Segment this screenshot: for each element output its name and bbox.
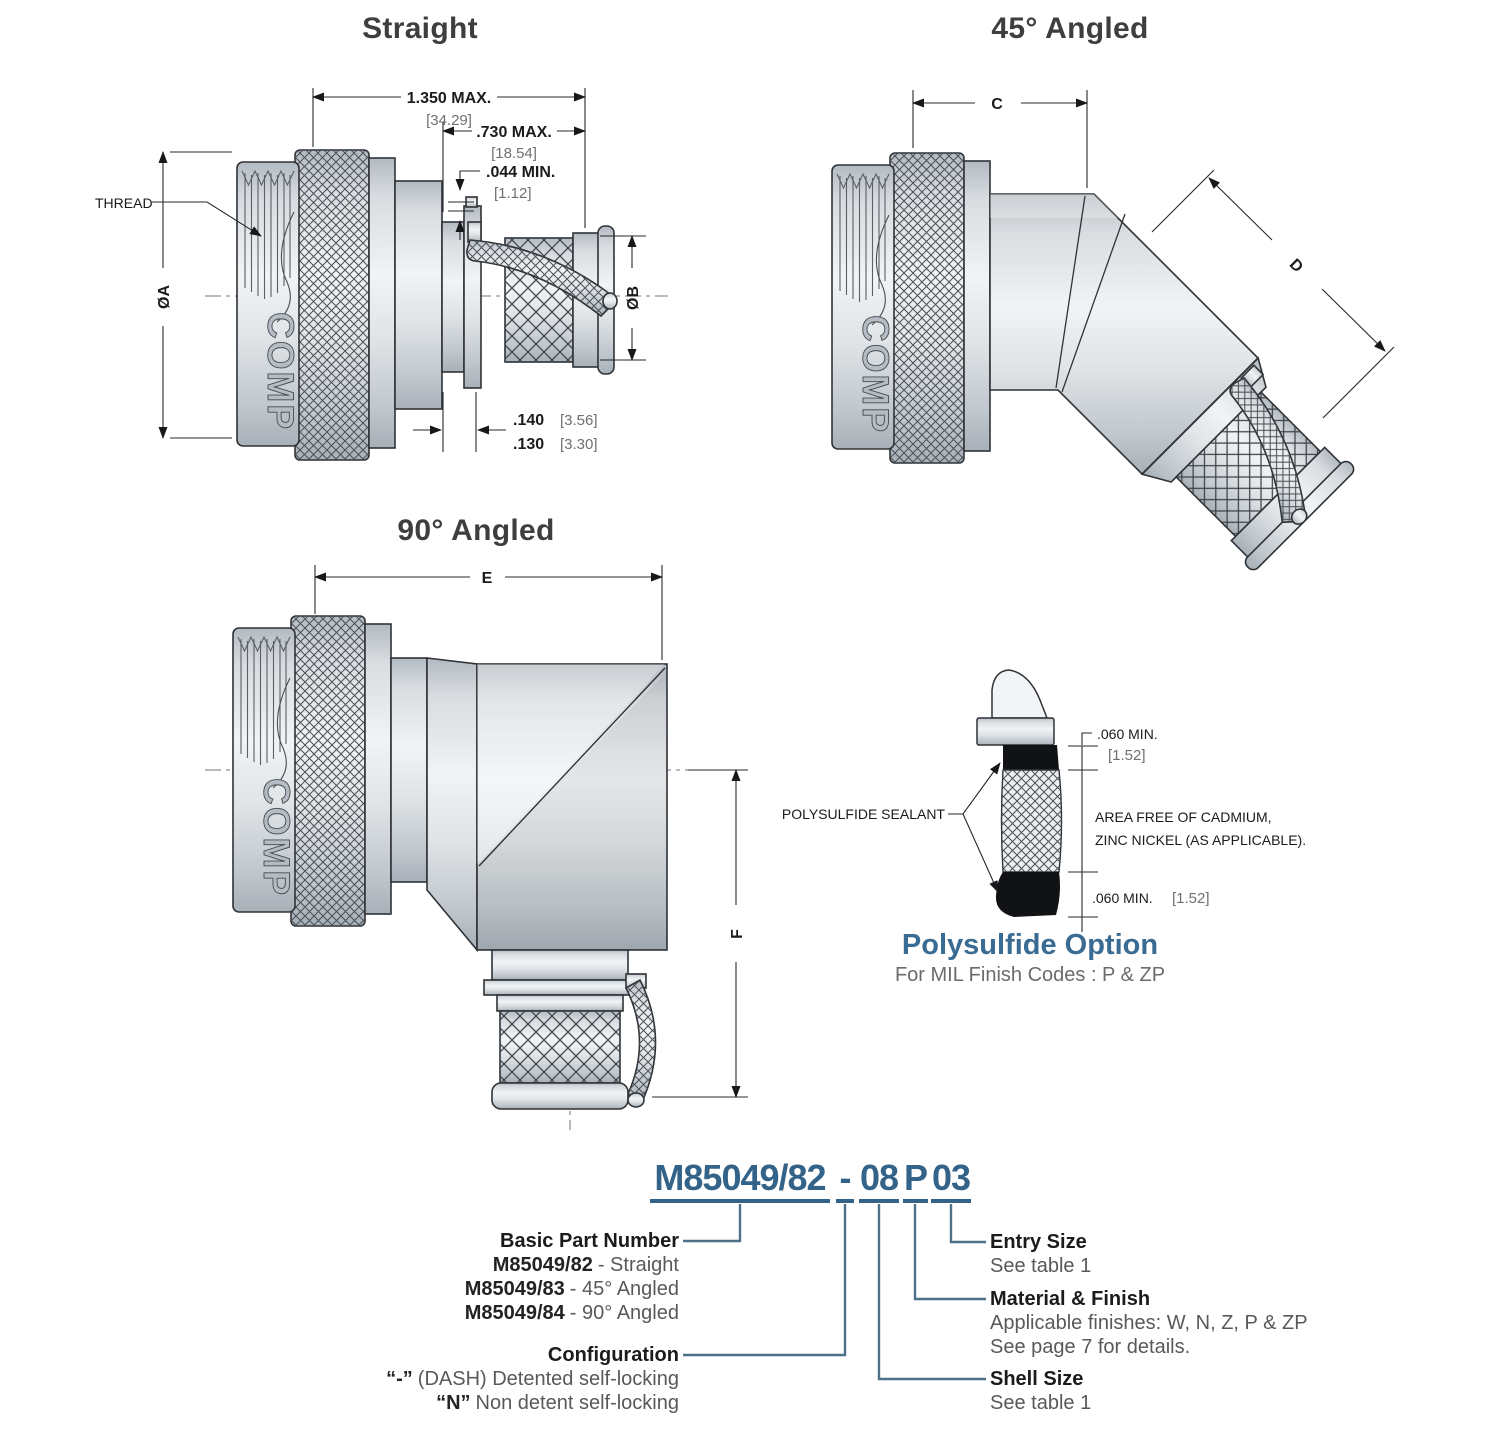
polysulfide-option-title: Polysulfide Option [901,929,1159,961]
polysulfide-detail: POLYSULFIDE SEALANT .060 MIN. [1.52] ARE… [782,669,1306,932]
configuration-option-n: “N”Non detent self-locking [436,1392,679,1414]
dim-groove2-mm: [3.30] [560,436,598,453]
part-number-dash: - [836,1158,854,1203]
angled45-drawing: C D [831,90,1395,571]
basic-part-number-label: Basic Part Number [500,1230,679,1252]
material-finish-block: Material & Finish Applicable finishes: W… [990,1287,1308,1359]
basic-part-number-block: Basic Part Number M85049/82- Straight M8… [465,1229,679,1325]
poly-dim-bottom-mm: [1.52] [1172,890,1210,907]
part-number-material: P [903,1158,928,1203]
dim-gap: .044 MIN. [486,164,555,181]
sealant-band-top [1003,745,1059,770]
dim-f: F [729,929,746,939]
angled90-view-title: 90° Angled [397,514,555,547]
sealant-label: POLYSULFIDE SEALANT [782,806,946,822]
dim-dia-b: ØB [625,286,642,310]
poly-note-2: ZINC NICKEL (AS APPLICABLE). [1095,832,1306,848]
gland-collar [976,717,1055,746]
basic-option-45: M85049/83- 45° Angled [464,1278,679,1300]
part-number-base: M85049/82 [650,1158,830,1203]
material-finish-label: Material & Finish [990,1288,1151,1310]
dim-overall: 1.350 MAX. [407,90,491,107]
cable-saddle-clamp-90 [624,973,657,1108]
gland-fin [991,669,1049,719]
dim-dia-a: ØA [156,285,173,309]
entry-size-label: Entry Size [990,1231,1087,1253]
configuration-option-dash: “-”(DASH) Detented self-locking [386,1368,679,1390]
angled45-rear [1140,356,1355,571]
poly-dim-top-mm: [1.52] [1108,747,1146,764]
part-number-entry: 03 [931,1158,971,1203]
dim-gap-mm: [1.12] [494,185,532,202]
angled90-body [390,657,668,1110]
dim-d: D [1286,256,1306,276]
angled45-view-title: 45° Angled [991,12,1149,45]
angled45-body [989,193,1260,476]
part-number-leader-lines [683,1204,986,1381]
shell-size-label: Shell Size [990,1368,1084,1390]
material-finish-desc2: See page 7 for details. [990,1336,1191,1358]
dim-rear: .730 MAX. [476,124,552,141]
basic-option-90: M85049/84- 90° Angled [464,1302,679,1324]
basic-option-straight: M85049/82- Straight [492,1254,679,1276]
dim-groove1: .140 [513,412,544,429]
thread-label: THREAD [95,195,153,211]
angled90-drawing: E F [205,565,748,1130]
dim-groove1-mm: [3.56] [560,412,598,429]
configuration-block: Configuration “-”(DASH) Detented self-lo… [386,1343,679,1415]
dim-groove2: .130 [513,436,544,453]
dim-c: C [991,96,1003,113]
dim-rear-mm: [18.54] [491,145,537,162]
cable-saddle-clamp [466,221,618,318]
polysulfide-option-subtitle: For MIL Finish Codes : P & ZP [894,964,1166,986]
material-finish-desc1: Applicable finishes: W, N, Z, P & ZP [990,1312,1308,1334]
configuration-label: Configuration [547,1344,679,1366]
dim-overall-mm: [34.29] [426,112,472,129]
sealant-band-bottom [995,872,1060,917]
straight-drawing: 1.350 MAX. [34.29] .730 MAX. [18.54] .04… [95,88,668,461]
poly-note-1: AREA FREE OF CADMIUM, [1095,809,1272,825]
poly-dim-top: .060 MIN. [1097,726,1158,742]
entry-size-desc: See table 1 [990,1255,1092,1277]
poly-dim-bottom: .060 MIN. [1092,890,1153,906]
straight-view-title: Straight [362,12,478,45]
shell-size-block: Shell Size See table 1 [990,1367,1091,1415]
entry-size-block: Entry Size See table 1 [990,1230,1091,1278]
shell-size-desc: See table 1 [990,1392,1092,1414]
part-number-shell: 08 [859,1158,899,1203]
dim-e: E [482,570,493,587]
